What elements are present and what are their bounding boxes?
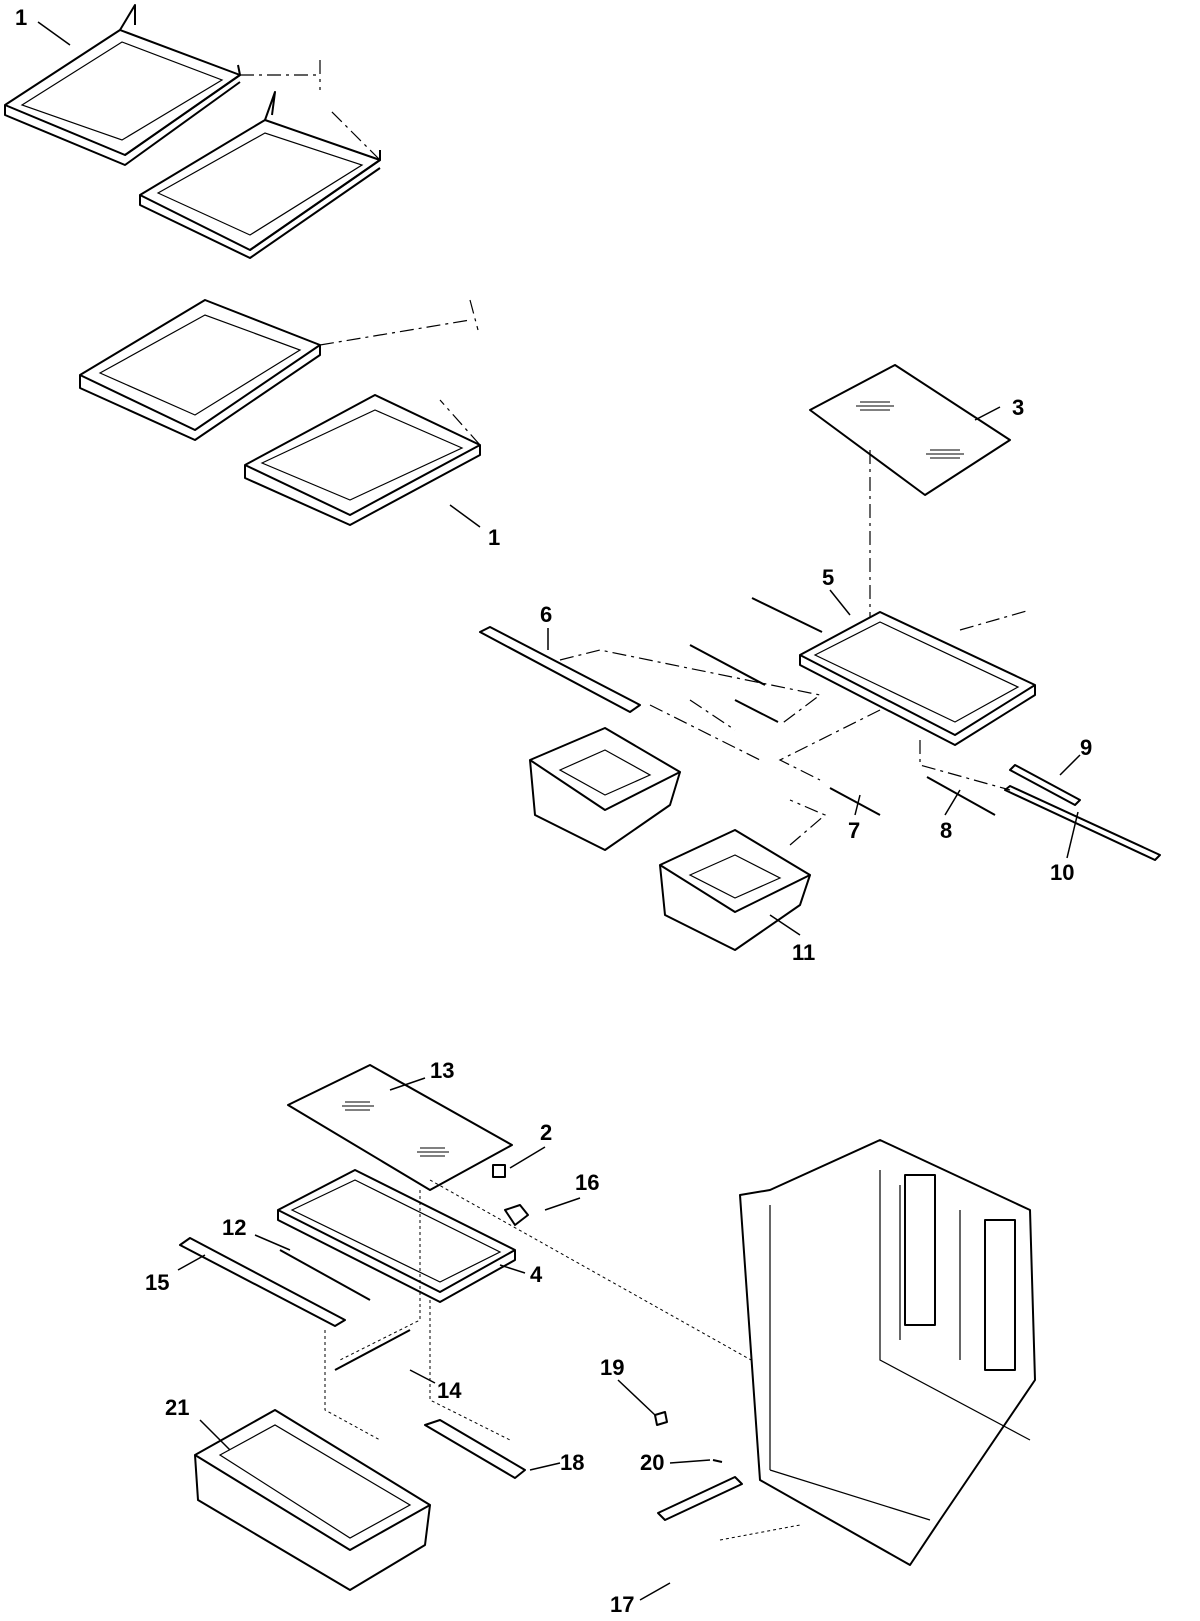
guide-lines-crisper [559,609,1031,791]
liner-channel-left [904,1174,936,1326]
callout-9: 9 [1080,735,1092,760]
refrigerator-cabinet-liner [739,1139,1036,1566]
leader-lines [37,21,1081,1601]
callout-13: 13 [430,1058,454,1083]
callout-6: 6 [540,602,552,627]
callout-16: 16 [575,1170,599,1195]
long-rail-right [1004,785,1161,861]
pantry-cover-glass [287,1064,513,1191]
callout-4: 4 [530,1262,543,1287]
shelf-middle-left [79,299,321,441]
callout-18: 18 [560,1450,584,1475]
crisper-drawer-left [529,727,681,851]
callout-8: 8 [940,818,952,843]
leader-2 [509,1146,546,1169]
leader-16 [544,1197,581,1211]
leader-3 [974,406,1001,421]
support-clip [829,787,881,816]
callout-14: 14 [437,1378,462,1403]
leader-7 [854,794,861,816]
leader-13 [389,1077,426,1091]
crisper-drawer-right [659,829,811,951]
shelf-upper-left [4,4,241,166]
leader-12 [254,1234,291,1251]
callout-10: 10 [1050,860,1074,885]
shelf-middle-right [244,394,481,526]
guide-line-middle-shelves [319,299,481,446]
leader-1a [37,21,71,46]
callout-2: 2 [540,1120,552,1145]
leader-11 [769,914,801,936]
leader-1b [449,504,481,528]
hinge-bracket-16 [504,1204,529,1226]
leader-9 [1059,754,1081,776]
glass-hatch-marks [856,401,964,459]
leader-14 [409,1369,436,1384]
callout-5: 5 [822,565,834,590]
leader-10 [1066,811,1079,859]
pantry-frame [277,1169,516,1303]
callout-7: 7 [848,818,860,843]
screw-19 [654,1411,668,1426]
callout-12: 12 [222,1215,246,1240]
cam-part-14 [334,1329,411,1371]
drawer-rail-left [479,626,641,713]
guide-line-drawer-right [789,799,827,846]
leader-20 [669,1459,711,1464]
bracket-17 [657,1476,743,1521]
control-part-18 [424,1419,526,1479]
callout-21: 21 [165,1395,189,1420]
slide-part-12 [279,1249,371,1301]
bracket-small-2 [492,1164,506,1178]
callout-labels: 1 1 2 3 4 5 6 7 8 9 10 11 12 13 14 15 16… [15,5,1092,1617]
screw-20 [712,1459,723,1463]
callout-1a: 1 [15,5,27,30]
callout-3: 3 [1012,395,1024,420]
leader-18 [529,1462,561,1471]
guide-line-upper-shelves [240,60,381,161]
rail-center-support [734,699,779,723]
pantry-glass-hatch-marks [342,1101,449,1157]
callout-11: 11 [792,940,815,965]
pantry-drawer [194,1409,431,1591]
leader-21 [199,1419,231,1451]
liner-channel-right [984,1219,1016,1371]
callout-1b: 1 [488,525,500,550]
crisper-frame-upper [799,611,1036,746]
pantry-rail-15 [179,1237,346,1327]
leader-5 [829,589,851,616]
rail-upper-1 [751,597,823,633]
leader-8 [944,789,961,816]
leader-19 [617,1379,656,1416]
callout-19: 19 [600,1355,624,1380]
slide-rail-right [1009,764,1081,806]
crisper-cover-glass [809,364,1011,496]
callout-17: 17 [610,1592,634,1617]
callout-20: 20 [640,1450,664,1475]
drawer-slide-small [926,776,996,816]
rail-upper-2 [689,644,766,686]
leader-15 [177,1254,206,1271]
leader-17 [639,1582,671,1601]
callout-15: 15 [145,1270,169,1295]
leader-4 [499,1264,526,1274]
